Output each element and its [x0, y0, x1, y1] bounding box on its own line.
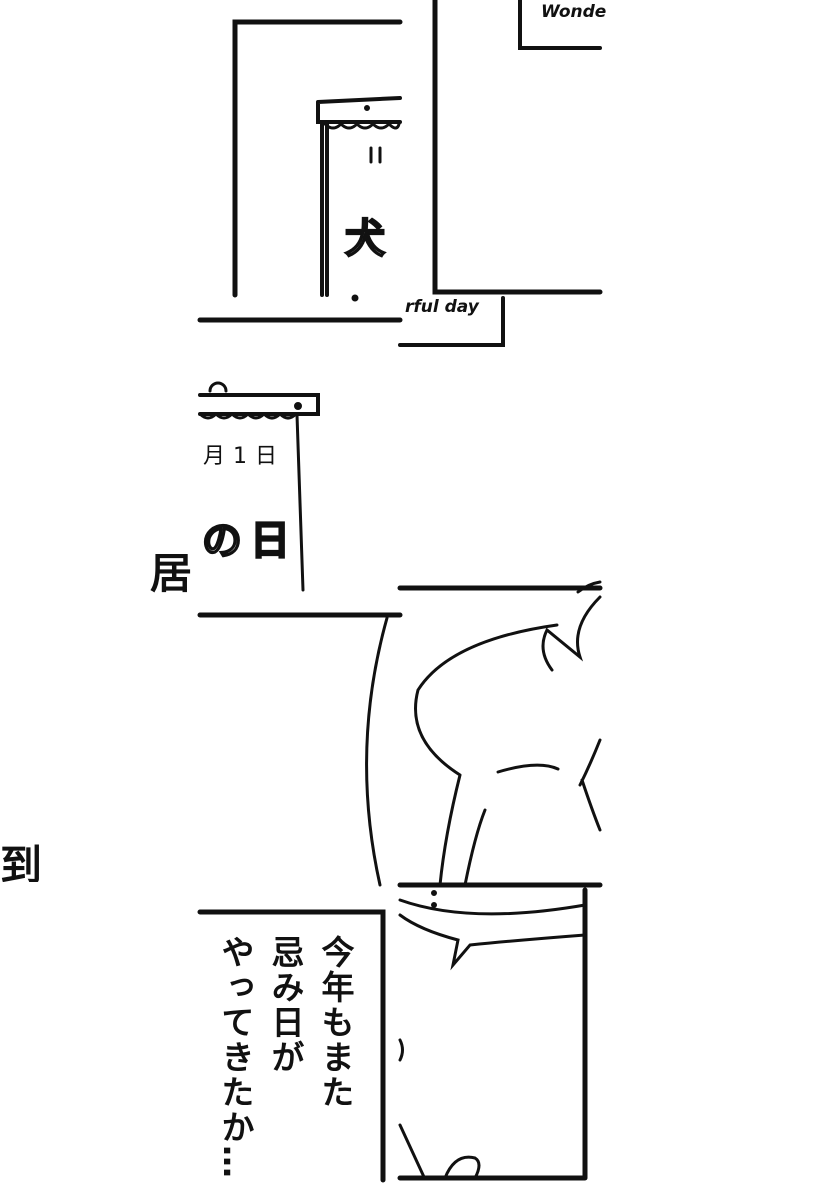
banner-dog-character: 犬 [344, 215, 386, 263]
speech-line-1: 今年もまた [316, 935, 355, 1110]
banner-rod [198, 393, 320, 416]
banner-title: の日 [201, 517, 298, 565]
panel-frame [232, 19, 403, 298]
sign-text-wonder: Wonde [541, 2, 607, 22]
banner-date: 月1日 [203, 444, 285, 469]
character-head [414, 580, 602, 887]
speech-bubble [398, 898, 587, 971]
sign-text-ful-day: rful day [405, 297, 479, 317]
speech-line-2: 忌み日が [266, 935, 305, 1075]
banner-rod [316, 96, 402, 124]
panel-frame [432, 0, 603, 295]
banner-cloth [320, 120, 329, 297]
sign-board [518, 0, 602, 50]
fragment-text-upper: 居 [150, 549, 193, 598]
fragment-text-lower: 到 [0, 841, 43, 882]
speech-text: 今年もまた 忌み日が やってきたか… [210, 935, 360, 1195]
speech-line-3: やってきたか… [216, 935, 255, 1180]
